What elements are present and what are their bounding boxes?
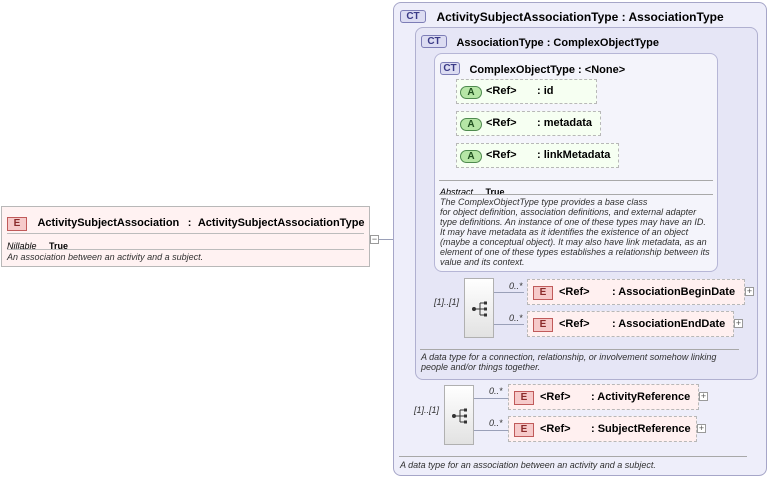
outer-sequence-compositor[interactable] bbox=[444, 385, 474, 445]
attribute-ref: <Ref> bbox=[486, 85, 517, 97]
mid-divider bbox=[420, 349, 739, 350]
root-element-name: ActivitySubjectAssociation bbox=[37, 217, 180, 229]
mid-description-line: people and/or things together. bbox=[421, 362, 541, 372]
attribute-name: : id bbox=[537, 85, 554, 97]
inner-description-line: element of one of these types establishe… bbox=[440, 247, 710, 257]
nillable-label: Nillable bbox=[7, 241, 37, 251]
outer-seq-branch bbox=[474, 398, 508, 399]
element-icon: E bbox=[533, 286, 553, 300]
root-connector bbox=[378, 239, 404, 240]
element-multiplicity: 0..* bbox=[489, 418, 503, 428]
sequence-icon bbox=[452, 408, 467, 424]
complex-type-icon: CT bbox=[440, 62, 460, 76]
element-icon: E bbox=[7, 217, 27, 231]
attribute-icon: A bbox=[460, 86, 482, 99]
outer-divider bbox=[399, 456, 747, 457]
element-multiplicity: 0..* bbox=[489, 386, 503, 396]
attribute-icon: A bbox=[460, 150, 482, 163]
inner-type-title: ComplexObjectType : <None> bbox=[469, 64, 626, 76]
mid-seq-branch bbox=[494, 292, 524, 293]
inner-description-line: for object definition, association defin… bbox=[440, 207, 697, 217]
inner-type-description: The ComplexObjectType type provides a ba… bbox=[440, 197, 718, 267]
outer-seq-branch bbox=[474, 430, 508, 431]
root-header: E ActivitySubjectAssociation : ActivityS… bbox=[7, 213, 367, 231]
expand-toggle[interactable]: + bbox=[699, 391, 708, 401]
attribute-icon: A bbox=[460, 118, 482, 131]
root-element[interactable]: E ActivitySubjectAssociation : ActivityS… bbox=[1, 206, 370, 267]
element-activity-reference[interactable]: E <Ref> : ActivityReference bbox=[508, 384, 699, 410]
expand-toggle[interactable]: + bbox=[745, 286, 754, 296]
outer-sequence-multiplicity: [1]..[1] bbox=[414, 405, 440, 415]
mid-seq-branch bbox=[494, 324, 524, 325]
mid-description-line: A data type for a connection, relationsh… bbox=[421, 352, 717, 362]
inner-description-line: type definitions. An instance of one of … bbox=[440, 217, 706, 227]
element-icon: E bbox=[514, 423, 534, 437]
inner-description-line: The ComplexObjectType type provides a ba… bbox=[440, 197, 648, 207]
sequence-icon bbox=[472, 301, 487, 317]
attribute-ref: <Ref> bbox=[486, 149, 517, 161]
element-ref: <Ref> bbox=[559, 318, 590, 330]
mid-type-description: A data type for a connection, relationsh… bbox=[421, 352, 756, 372]
root-nillable-row: Nillable True bbox=[7, 236, 207, 251]
attribute-id[interactable]: A <Ref> : id bbox=[456, 79, 597, 104]
attribute-name: : linkMetadata bbox=[537, 149, 611, 161]
element-subject-reference[interactable]: E <Ref> : SubjectReference bbox=[508, 416, 697, 442]
abstract-row: Abstract True bbox=[440, 182, 640, 197]
mid-type-header: CT AssociationType : ComplexObjectType bbox=[421, 33, 751, 49]
element-association-end-date[interactable]: E <Ref> : AssociationEndDate bbox=[527, 311, 734, 337]
element-multiplicity: 0..* bbox=[509, 313, 523, 323]
outer-type-header: CT ActivitySubjectAssociationType : Asso… bbox=[400, 8, 760, 24]
abstract-value: True bbox=[485, 187, 505, 197]
attribute-metadata[interactable]: A <Ref> : metadata bbox=[456, 111, 601, 136]
attribute-ref: <Ref> bbox=[486, 117, 517, 129]
inner-description-line: It may have metadata as it identifies th… bbox=[440, 227, 689, 237]
collapse-toggle[interactable]: − bbox=[370, 234, 379, 244]
element-association-begin-date[interactable]: E <Ref> : AssociationBeginDate bbox=[527, 279, 745, 305]
root-divider-2 bbox=[7, 249, 364, 250]
mid-sequence-compositor[interactable] bbox=[464, 278, 494, 338]
complex-type-icon: CT bbox=[400, 10, 426, 24]
element-ref: <Ref> bbox=[540, 423, 571, 435]
expand-toggle[interactable]: + bbox=[734, 318, 743, 328]
mid-sequence-multiplicity: [1]..[1] bbox=[434, 297, 460, 307]
inner-description-line: (maybe a conceptual object). It may also… bbox=[440, 237, 707, 247]
inner-divider-2 bbox=[439, 194, 713, 195]
element-icon: E bbox=[514, 391, 534, 405]
element-multiplicity: 0..* bbox=[509, 281, 523, 291]
element-ref: <Ref> bbox=[559, 286, 590, 298]
root-description: An association between an activity and a… bbox=[7, 252, 204, 262]
root-element-type: ActivitySubjectAssociationType bbox=[197, 217, 365, 229]
inner-type-header: CT ComplexObjectType : <None> bbox=[440, 60, 710, 76]
inner-divider-1 bbox=[439, 180, 713, 181]
element-name: : SubjectReference bbox=[591, 423, 691, 435]
abstract-label: Abstract bbox=[440, 187, 474, 197]
complex-type-icon: CT bbox=[421, 35, 447, 49]
attribute-linkmetadata[interactable]: A <Ref> : linkMetadata bbox=[456, 143, 619, 168]
element-name: : AssociationBeginDate bbox=[612, 286, 736, 298]
inner-description-line: value and its context. bbox=[440, 257, 525, 267]
expand-toggle[interactable]: + bbox=[697, 423, 706, 433]
element-name: : AssociationEndDate bbox=[612, 318, 726, 330]
element-icon: E bbox=[533, 318, 553, 332]
root-divider-1 bbox=[7, 233, 364, 234]
nillable-value: True bbox=[48, 241, 68, 251]
element-ref: <Ref> bbox=[540, 391, 571, 403]
outer-type-description: A data type for an association between a… bbox=[400, 460, 656, 470]
outer-type-title: ActivitySubjectAssociationType : Associa… bbox=[436, 10, 724, 24]
mid-type-title: AssociationType : ComplexObjectType bbox=[456, 37, 659, 49]
root-type-separator: : bbox=[187, 217, 192, 229]
element-name: : ActivityReference bbox=[591, 391, 691, 403]
attribute-name: : metadata bbox=[537, 117, 593, 129]
